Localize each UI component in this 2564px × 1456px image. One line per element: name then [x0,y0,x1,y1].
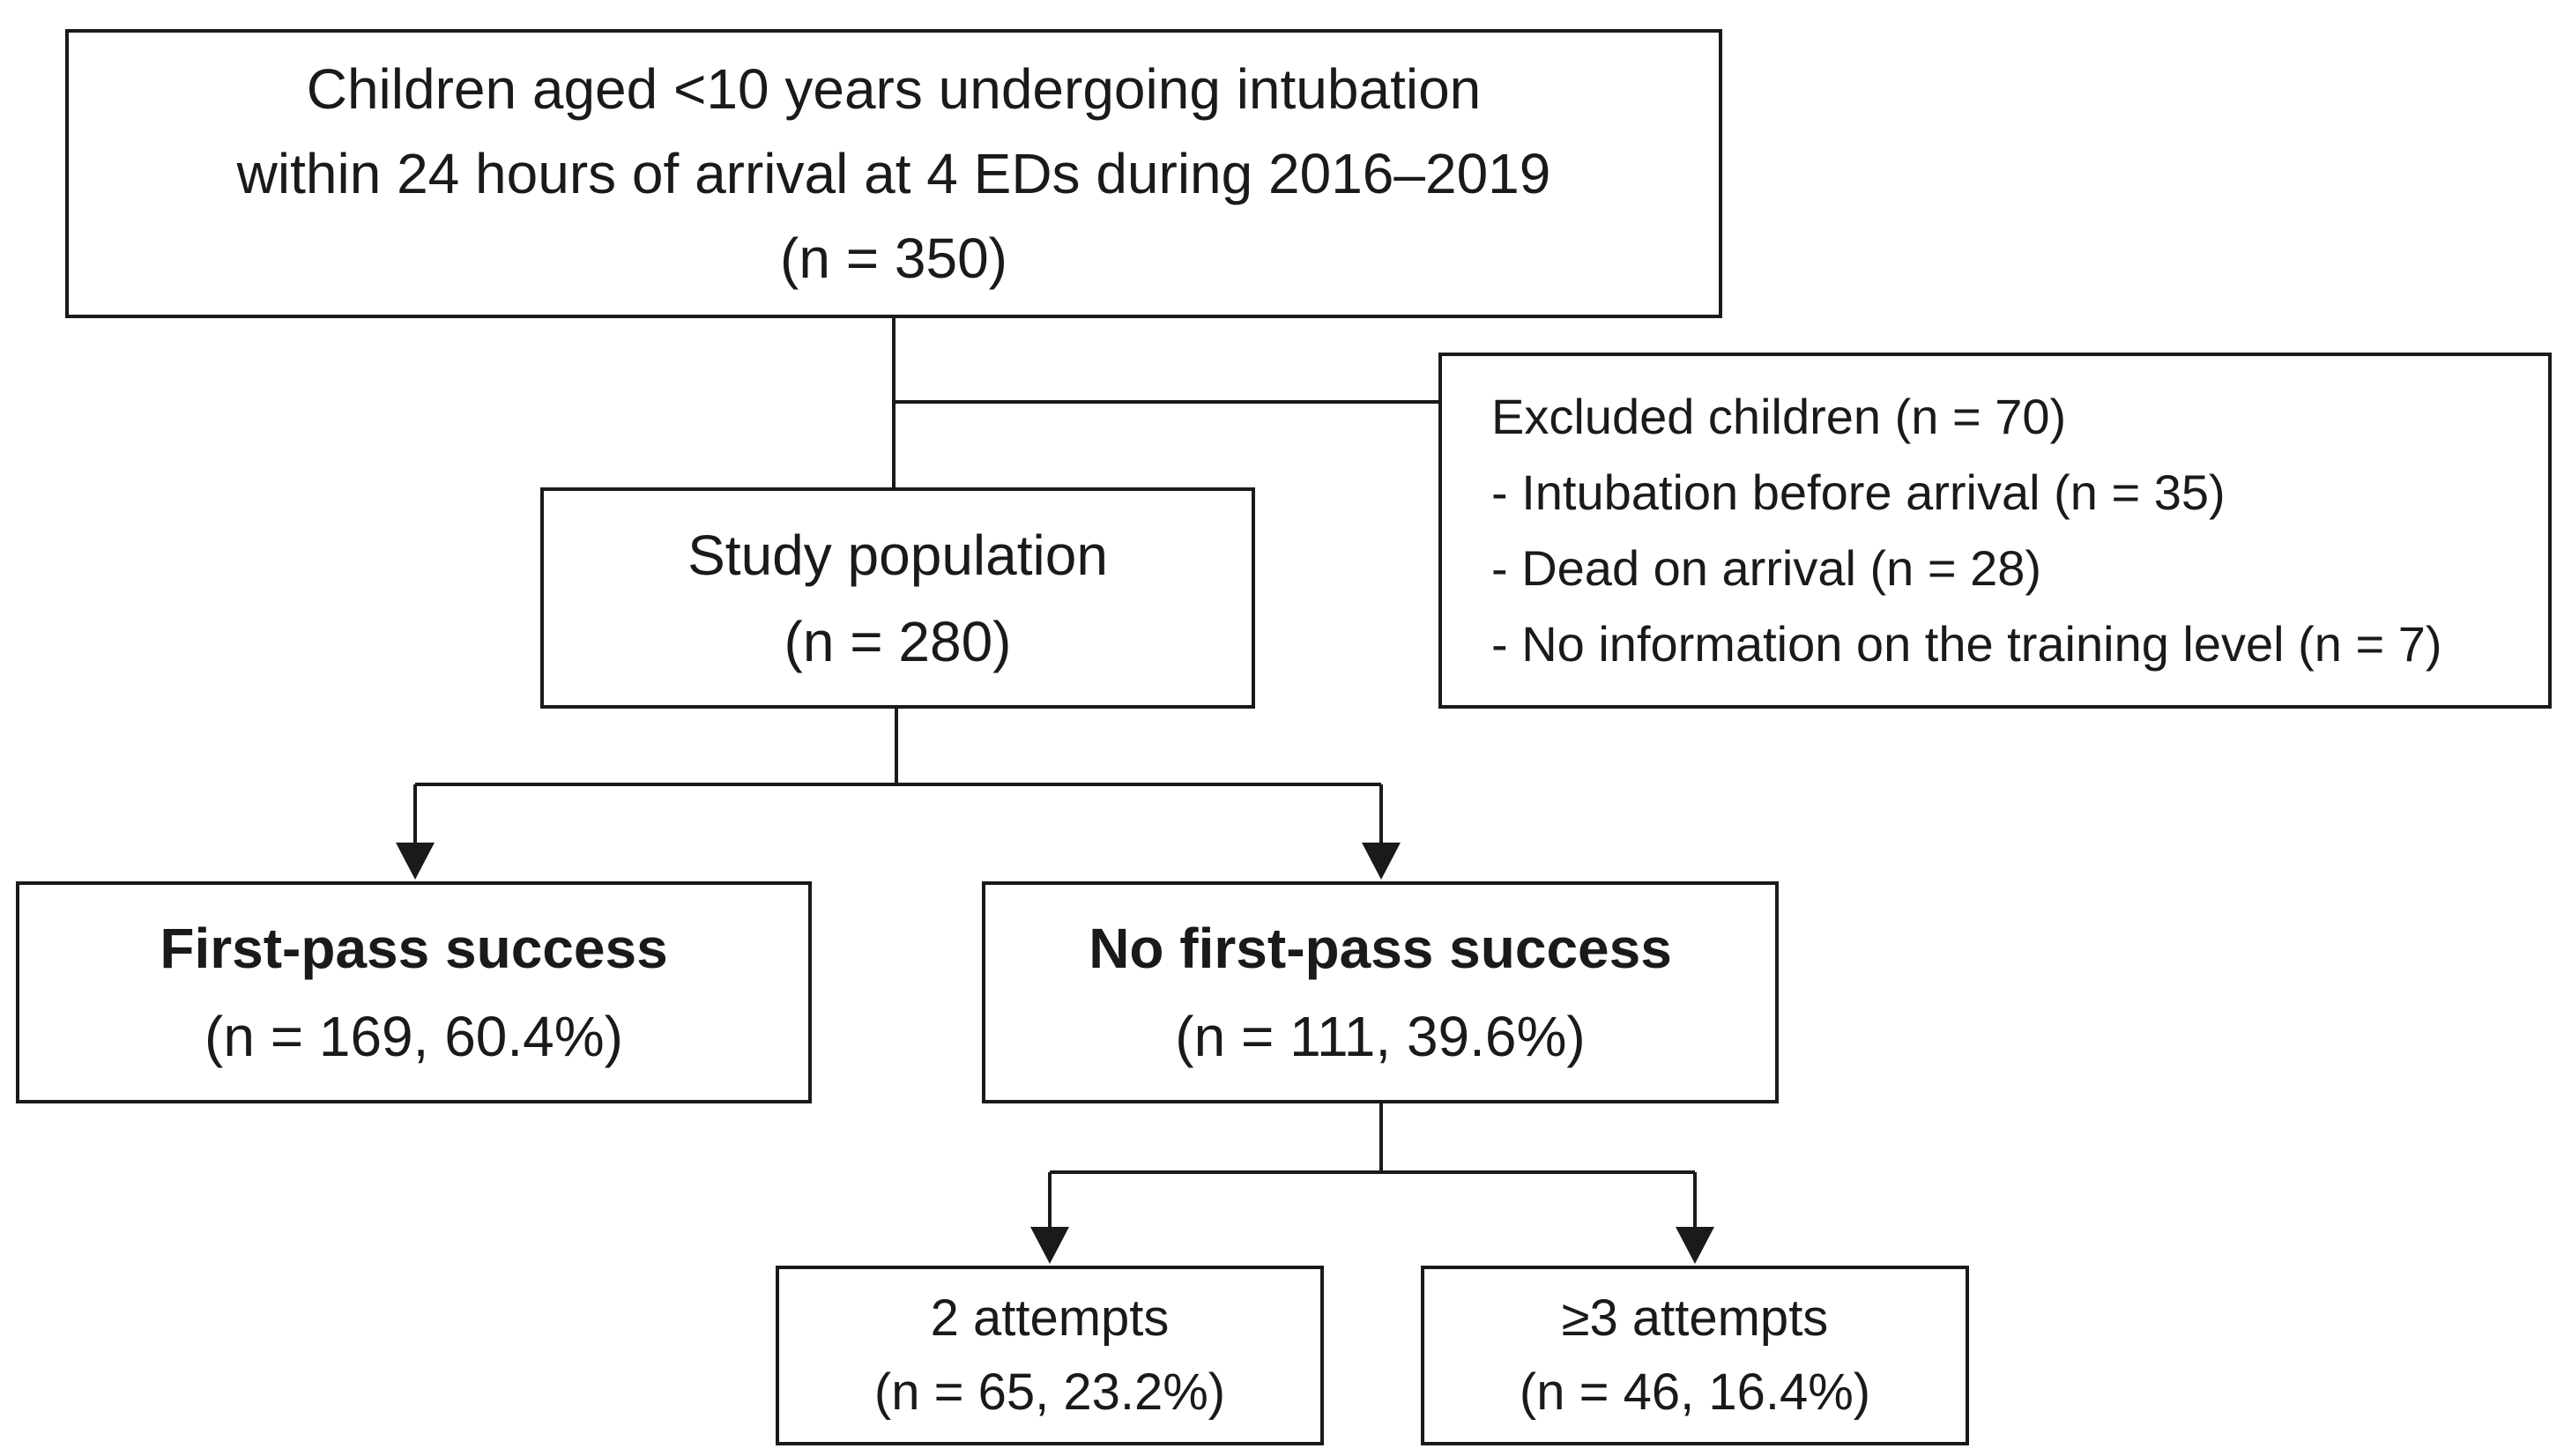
arrowhead-three-attempts [1676,1227,1714,1264]
first-pass-success-count: (n = 169, 60.4%) [204,1005,623,1068]
no-first-pass-success-title: No first-pass success [1089,917,1672,980]
arrowhead-two-attempts [1030,1227,1069,1264]
study-population-count: (n = 280) [784,609,1012,673]
study-population-title: Study population [687,523,1108,587]
excluded-title: Excluded children (n = 70) [1491,389,2067,444]
initial-population-count: (n = 350) [780,227,1007,290]
excluded-children-box: Excluded children (n = 70) - Intubation … [1438,353,2552,709]
initial-population-box: Children aged <10 years undergoing intub… [65,29,1722,318]
arrowhead-no-first-pass [1362,843,1401,880]
no-first-pass-success-count: (n = 111, 39.6%) [1175,1005,1586,1068]
two-attempts-box: 2 attempts (n = 65, 23.2%) [776,1266,1324,1445]
first-pass-success-title: First-pass success [160,917,668,980]
two-attempts-count: (n = 65, 23.2%) [873,1363,1226,1421]
three-or-more-attempts-box: ≥3 attempts (n = 46, 16.4%) [1421,1266,1969,1445]
excluded-item-no-training-info: - No information on the training level (… [1491,616,2442,672]
study-population-box: Study population (n = 280) [540,487,1255,709]
first-pass-success-box: First-pass success (n = 169, 60.4%) [16,881,812,1103]
two-attempts-title: 2 attempts [930,1289,1170,1347]
excluded-item-intubation-before-arrival: - Intubation before arrival (n = 35) [1491,464,2226,520]
initial-population-line1: Children aged <10 years undergoing intub… [306,57,1482,121]
three-or-more-attempts-count: (n = 46, 16.4%) [1519,1363,1871,1421]
three-or-more-attempts-title: ≥3 attempts [1561,1289,1829,1347]
excluded-item-dead-on-arrival: - Dead on arrival (n = 28) [1491,540,2042,596]
arrowhead-first-pass [396,843,435,880]
no-first-pass-success-box: No first-pass success (n = 111, 39.6%) [982,881,1779,1103]
initial-population-line2: within 24 hours of arrival at 4 EDs duri… [236,142,1551,205]
